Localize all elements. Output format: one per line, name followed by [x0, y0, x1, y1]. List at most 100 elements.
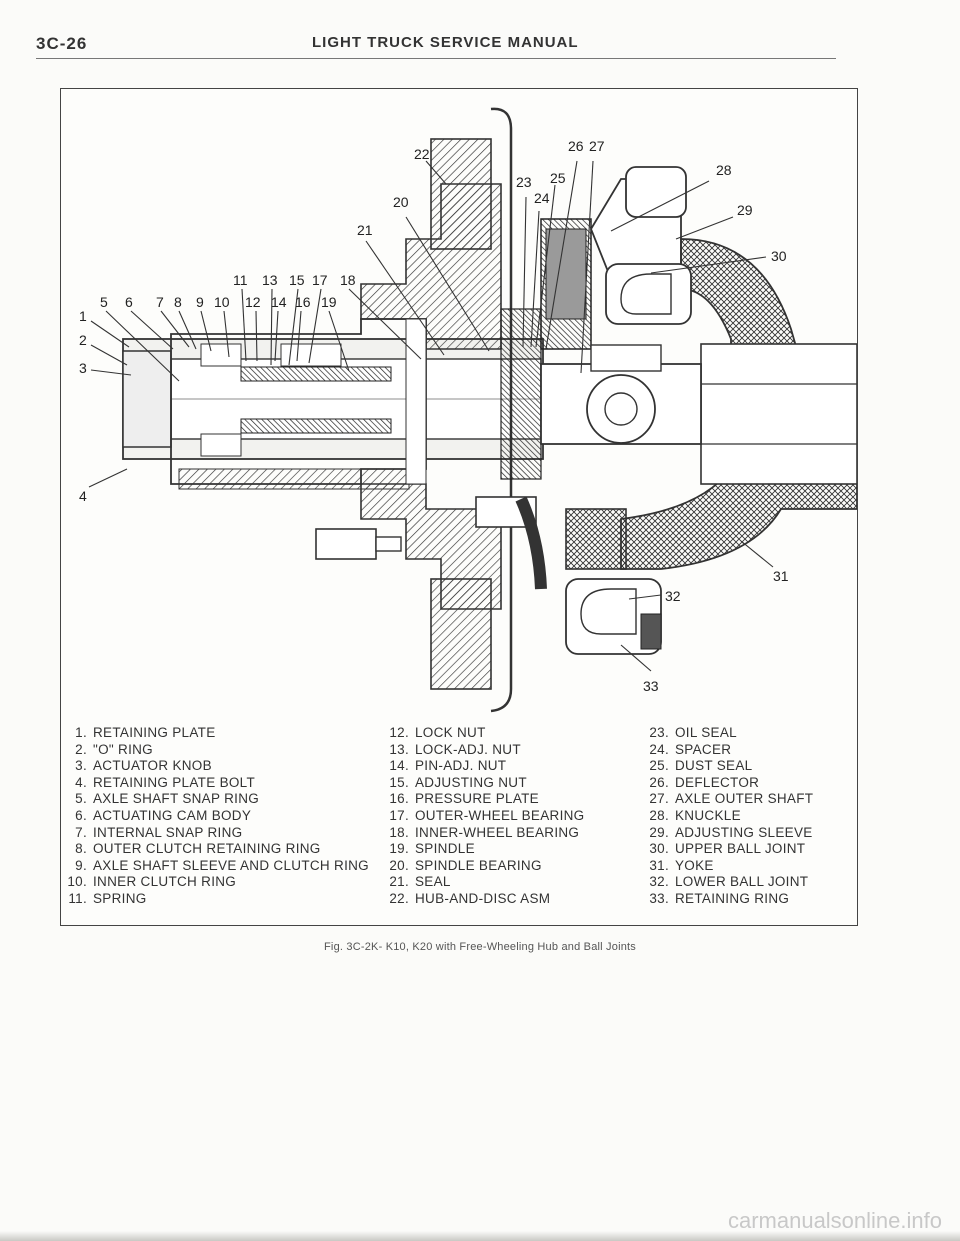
- callout-10: 10: [214, 294, 230, 310]
- callout-3: 3: [79, 360, 87, 376]
- legend-item: 19. SPINDLE: [383, 841, 584, 858]
- callout-24: 24: [534, 190, 550, 206]
- yoke: [620, 238, 857, 570]
- legend-item-label: ADJUSTING SLEEVE: [675, 824, 813, 840]
- legend-item-label: ACTUATOR KNOB: [93, 758, 212, 774]
- figure-frame: 1 2 3 4 5 6 7 8 9 10 11 12 13 14 15 16 1…: [60, 88, 858, 926]
- manual-title: LIGHT TRUCK SERVICE MANUAL: [312, 34, 579, 51]
- legend-item: 20.SPINDLE BEARING: [383, 858, 584, 875]
- legend-item-label: INNER CLUTCH RING: [93, 874, 237, 890]
- callout-12: 12: [245, 294, 261, 310]
- callout-4: 4: [79, 488, 87, 504]
- legend-item: 15. ADJUSTING NUT: [383, 775, 584, 792]
- legend-item: 5. AXLE SHAFT SNAP RING: [61, 791, 369, 808]
- legend-item-number: 13.: [389, 741, 409, 757]
- legend-item-label: SPACER: [675, 741, 732, 757]
- legend-item: 3. ACTUATOR KNOB: [61, 758, 369, 775]
- legend-item-number: 5.: [75, 791, 87, 807]
- legend-item: 28.KNUCKLE: [643, 808, 813, 825]
- legend-item-number: 19.: [389, 841, 409, 857]
- legend-item: 21.SEAL: [383, 874, 584, 891]
- legend-item-number: 12.: [389, 725, 409, 740]
- legend-item: 26.DEFLECTOR: [643, 775, 813, 792]
- legend-item: 23. OIL SEAL: [643, 725, 813, 742]
- callout-1: 1: [79, 308, 87, 324]
- spindle-backing-plate: [490, 107, 542, 713]
- legend-item-number: 1.: [75, 725, 87, 740]
- legend-item-number: 4.: [75, 774, 87, 790]
- page-number: 3C-26: [36, 34, 88, 53]
- legend-item: 31.YOKE: [643, 858, 813, 875]
- legend-item-label: "O" RING: [93, 741, 153, 757]
- wheel-stud: [315, 496, 547, 590]
- legend-item: 2."O" RING: [61, 742, 369, 759]
- legend-item: 25.DUST SEAL: [643, 758, 813, 775]
- legend-item-number: 7.: [75, 824, 87, 840]
- legend-item-label: SPINDLE: [415, 841, 475, 857]
- legend-item-label: OUTER CLUTCH RETAINING RING: [93, 841, 321, 857]
- legend-item-label: AXLE SHAFT SLEEVE AND CLUTCH RING: [93, 857, 369, 873]
- callout-16: 16: [295, 294, 311, 310]
- callout-20: 20: [393, 194, 409, 210]
- callout-15: 15: [289, 272, 305, 288]
- hub-and-disc: [360, 138, 502, 690]
- legend-item-number: 17.: [389, 807, 409, 823]
- legend-item: 7. INTERNAL SNAP RING: [61, 825, 369, 842]
- legend-item-number: 6.: [75, 807, 87, 823]
- legend-item-number: 16.: [389, 791, 409, 807]
- legend-item: 32.LOWER BALL JOINT: [643, 874, 813, 891]
- legend-item: 27.AXLE OUTER SHAFT: [643, 791, 813, 808]
- legend-item-label: LOWER BALL JOINT: [675, 874, 809, 890]
- callout-5: 5: [100, 294, 108, 310]
- legend-item: 18.INNER-WHEEL BEARING: [383, 825, 584, 842]
- legend-item-label: KNUCKLE: [675, 807, 741, 823]
- callout-31: 31: [773, 568, 789, 584]
- legend-item-label: INTERNAL SNAP RING: [93, 824, 243, 840]
- outer-shaft-joint: [540, 344, 702, 445]
- legend-item-number: 8.: [75, 841, 87, 857]
- watermark: carmanualsonline.info: [727, 1208, 942, 1233]
- legend-item: 30.UPPER BALL JOINT: [643, 841, 813, 858]
- page-edge-shadow: [0, 1231, 960, 1241]
- legend-item-label: LOCK-ADJ. NUT: [415, 741, 521, 757]
- legend-item: 8. OUTER CLUTCH RETAINING RING: [61, 841, 369, 858]
- legend-item-number: 22.: [389, 890, 409, 906]
- callout-14: 14: [271, 294, 287, 310]
- legend-item-number: 14.: [389, 758, 409, 774]
- legend-item: 10.INNER CLUTCH RING: [61, 874, 369, 891]
- legend-item-label: PRESSURE PLATE: [415, 791, 539, 807]
- legend-item: 16. PRESSURE PLATE: [383, 791, 584, 808]
- legend-item-number: 23.: [649, 725, 669, 740]
- legend-item-number: 15.: [389, 774, 409, 790]
- legend-item-number: 31.: [649, 857, 669, 873]
- legend-item-number: 11.: [68, 890, 87, 906]
- legend-item-label: OIL SEAL: [675, 725, 737, 740]
- legend-item: 11. SPRING: [61, 891, 369, 908]
- legend-item-label: AXLE SHAFT SNAP RING: [93, 791, 260, 807]
- legend-item: 29.ADJUSTING SLEEVE: [643, 825, 813, 842]
- legend-item-label: SPINDLE BEARING: [415, 857, 542, 873]
- legend-item-label: DEFLECTOR: [675, 774, 760, 790]
- header-rule: [36, 58, 836, 59]
- legend-item-label: SPRING: [93, 890, 147, 906]
- legend-item: 14. PIN-ADJ. NUT: [383, 758, 584, 775]
- callout-32: 32: [665, 588, 681, 604]
- legend-item-label: ADJUSTING NUT: [415, 774, 527, 790]
- callout-19: 19: [321, 294, 337, 310]
- callout-18: 18: [340, 272, 356, 288]
- callout-21: 21: [357, 222, 373, 238]
- legend-item: 33.RETAINING RING: [643, 891, 813, 908]
- legend-item-number: 3.: [75, 758, 87, 774]
- callout-26: 26: [568, 138, 584, 154]
- legend-item: 13. LOCK-ADJ. NUT: [383, 742, 584, 759]
- legend-item-number: 27.: [649, 791, 669, 807]
- callout-29: 29: [737, 202, 753, 218]
- legend-item-label: RETAINING PLATE: [93, 725, 216, 740]
- callout-33: 33: [643, 678, 659, 694]
- legend-item-label: OUTER-WHEEL BEARING: [415, 807, 585, 823]
- legend-item-label: PIN-ADJ. NUT: [415, 758, 507, 774]
- legend-item-label: INNER-WHEEL BEARING: [415, 824, 580, 840]
